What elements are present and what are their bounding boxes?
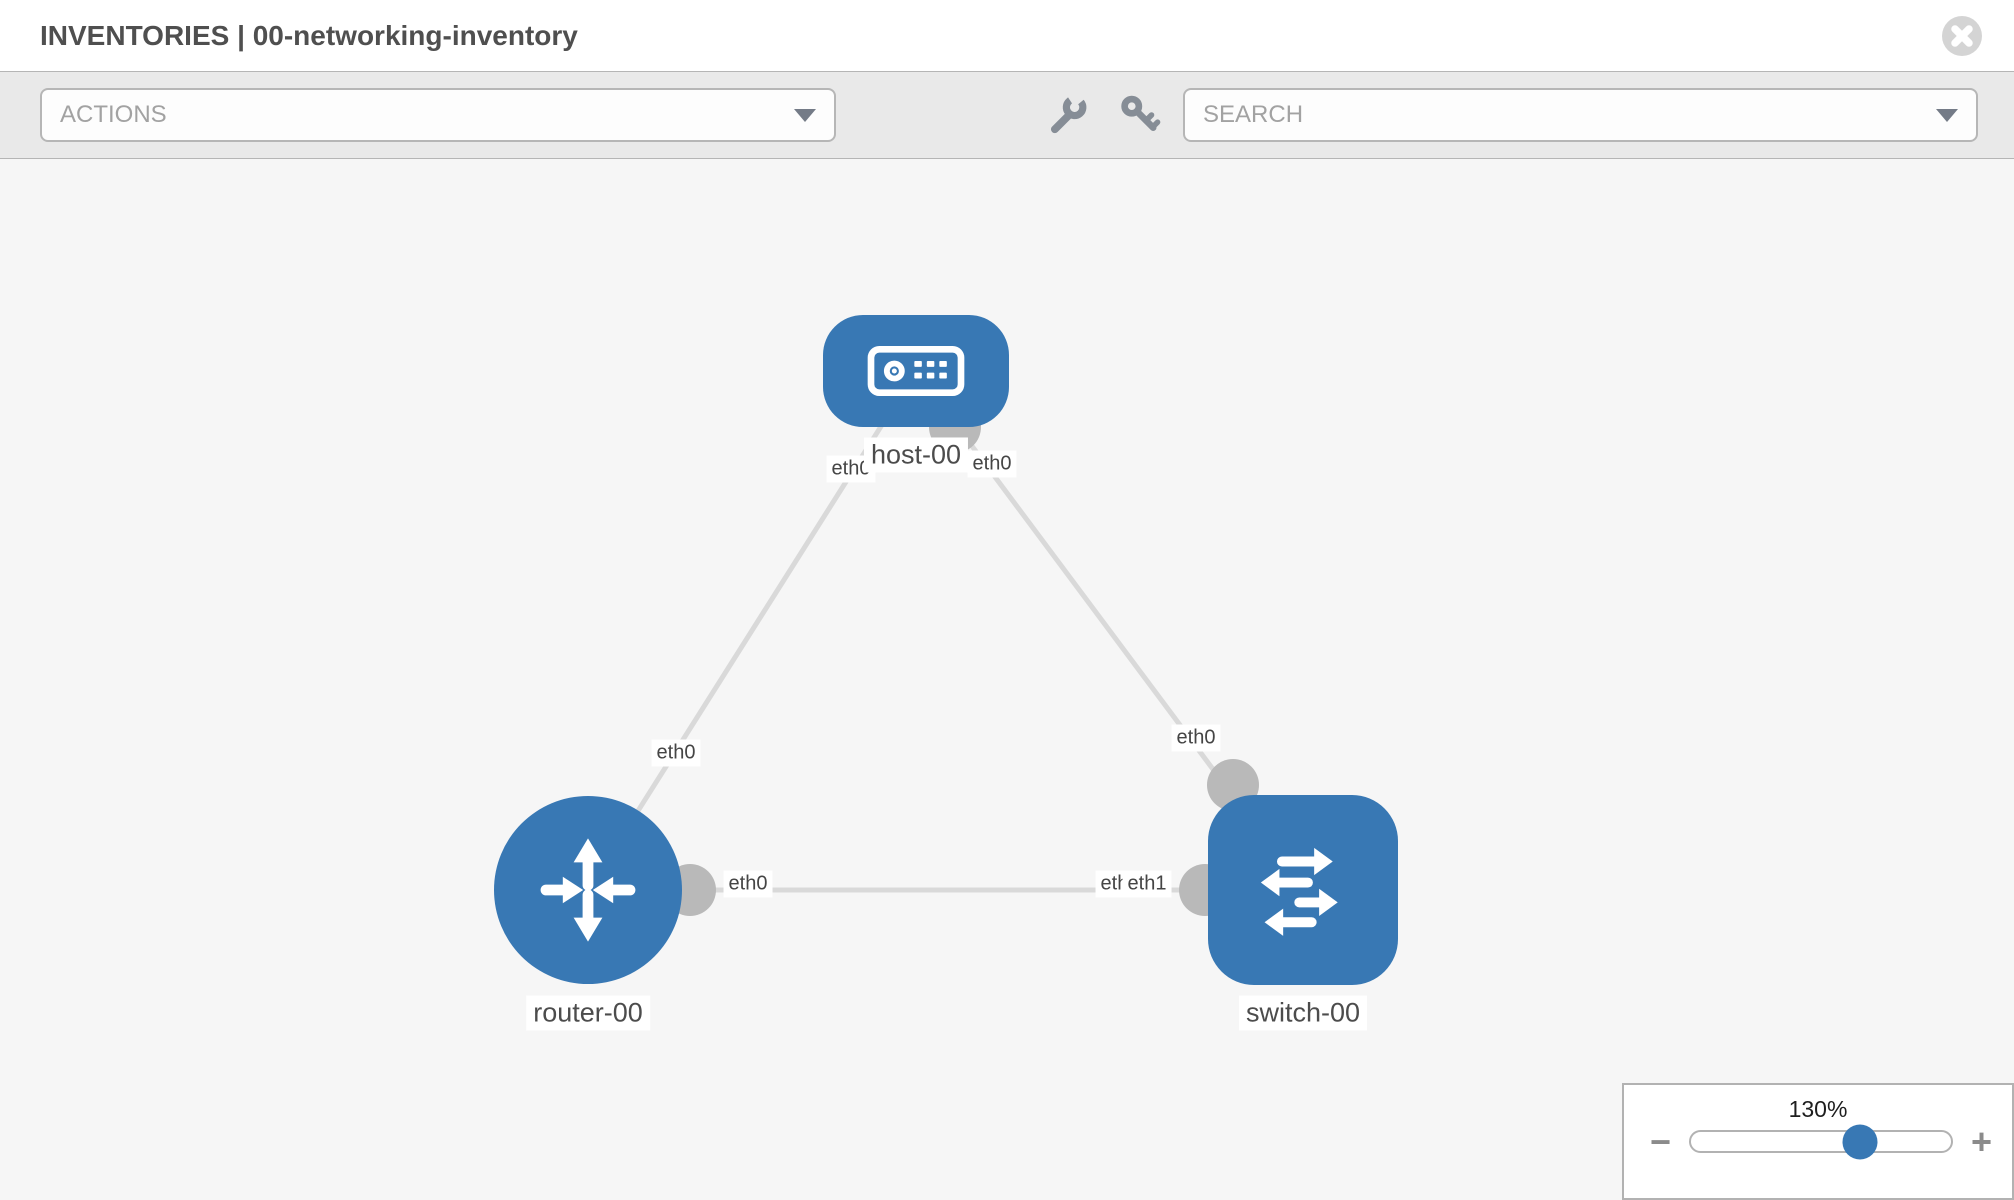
zoom-in-button[interactable]: + [1970,1120,1992,1162]
interface-label: eth0 [967,450,1017,478]
zoom-value: 130% [1788,1096,1848,1122]
zoom-slider-thumb[interactable] [1842,1124,1878,1159]
interface-label: eth0 [1171,724,1221,752]
search-dropdown-label: SEARCH [1203,101,1304,128]
router-icon [540,838,636,942]
node-label-router-00: router-00 [526,995,650,1031]
toolbar: ACTIONS SEARCH [0,71,2014,159]
close-icon [1942,16,1982,56]
host-icon [867,346,965,396]
search-dropdown[interactable]: SEARCH [1183,88,1978,142]
node-label-host-00: host-00 [863,437,969,473]
node-host-00[interactable] [823,315,1009,427]
node-switch-00[interactable] [1208,795,1398,985]
credentials-button[interactable] [1118,93,1162,137]
header: INVENTORIES | 00-networking-inventory [0,0,2014,71]
actions-dropdown-label: ACTIONS [60,101,167,128]
key-icon [1121,95,1161,131]
chevron-down-icon [794,108,816,122]
node-router-00[interactable] [494,796,682,984]
zoom-slider[interactable] [1689,1124,1953,1159]
interface-label: eth0 [651,739,701,767]
actions-dropdown[interactable]: ACTIONS [40,88,836,142]
interface-label: eth0 [723,870,773,898]
switch-icon [1260,847,1338,936]
close-button[interactable] [1941,15,1983,57]
wrench-icon [1050,95,1087,134]
chevron-down-icon [1936,108,1958,122]
node-label-switch-00: switch-00 [1238,995,1368,1031]
configure-button[interactable] [1046,93,1090,137]
zoom-panel: 130% − + [1622,1083,2014,1200]
zoom-out-button[interactable]: − [1650,1120,1672,1162]
interface-label: eth1 [1122,870,1172,898]
page-title: INVENTORIES | 00-networking-inventory [40,20,578,51]
